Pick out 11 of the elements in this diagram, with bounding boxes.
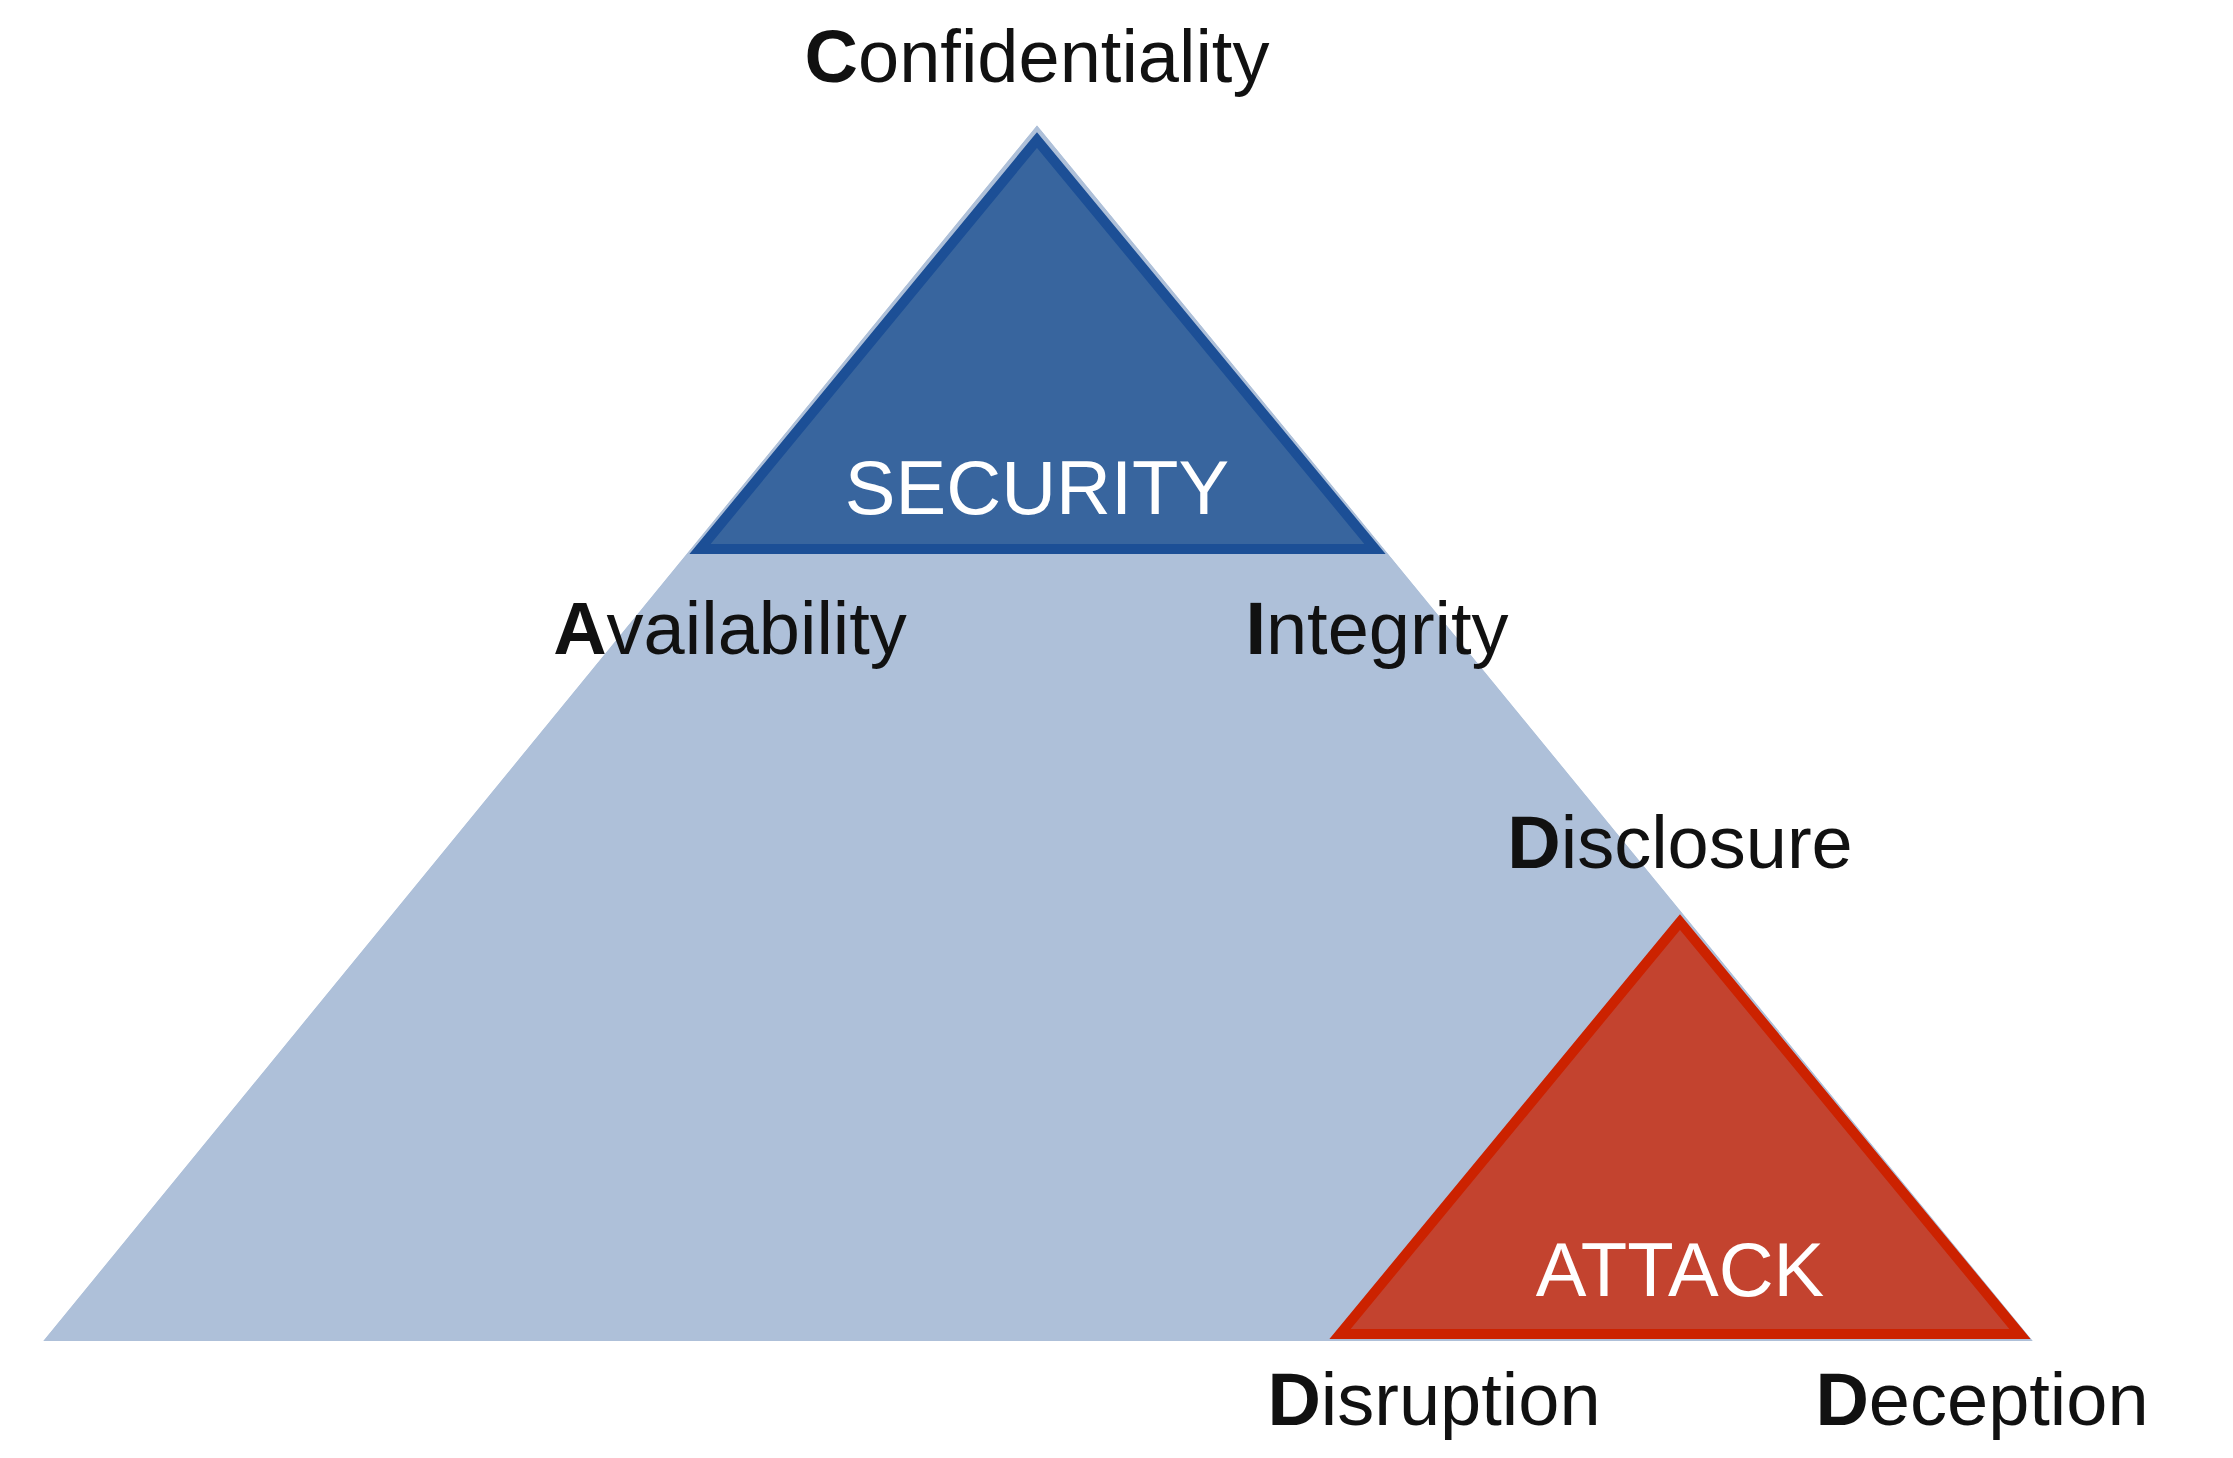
corner-label: Confidentiality (803, 16, 1271, 98)
corner-label: Deception (1814, 1359, 2150, 1441)
corner-label: Disruption (1266, 1359, 1602, 1441)
large-triangle (43, 125, 2033, 1341)
corner-label: Availability (552, 588, 908, 670)
security-triangle (691, 135, 1384, 553)
corner-label: Integrity (1244, 588, 1510, 670)
triangle-label: SECURITY (844, 450, 1230, 526)
attack-triangle (1331, 914, 2029, 1339)
corner-label: Disclosure (1506, 802, 1854, 884)
triangle-label: ATTACK (1535, 1232, 1825, 1308)
